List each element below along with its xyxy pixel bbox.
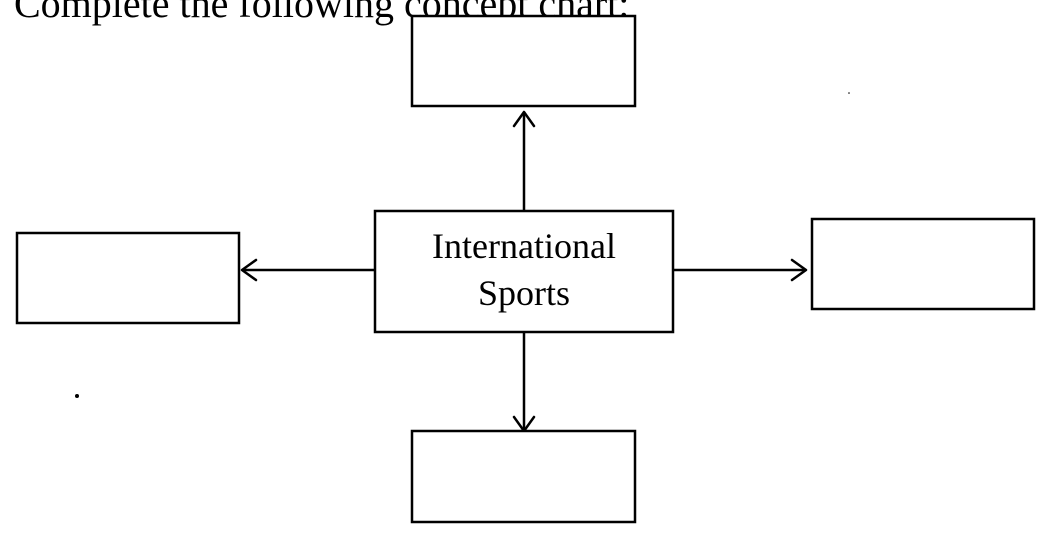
- scan-speck: [848, 92, 850, 94]
- branch-box-top: [410, 14, 637, 108]
- arrowhead-right-icon: [790, 258, 808, 282]
- scan-speck: [75, 394, 79, 398]
- arrowhead-top-icon: [512, 110, 536, 128]
- branch-box-bottom: [410, 429, 637, 524]
- center-box: [373, 209, 675, 334]
- center-text-line2: Sports: [478, 273, 570, 313]
- branch-box-right: [810, 217, 1036, 311]
- branch-box-left: [15, 231, 241, 325]
- arrowhead-left-icon: [240, 258, 258, 282]
- center-text-line1: International: [432, 226, 616, 266]
